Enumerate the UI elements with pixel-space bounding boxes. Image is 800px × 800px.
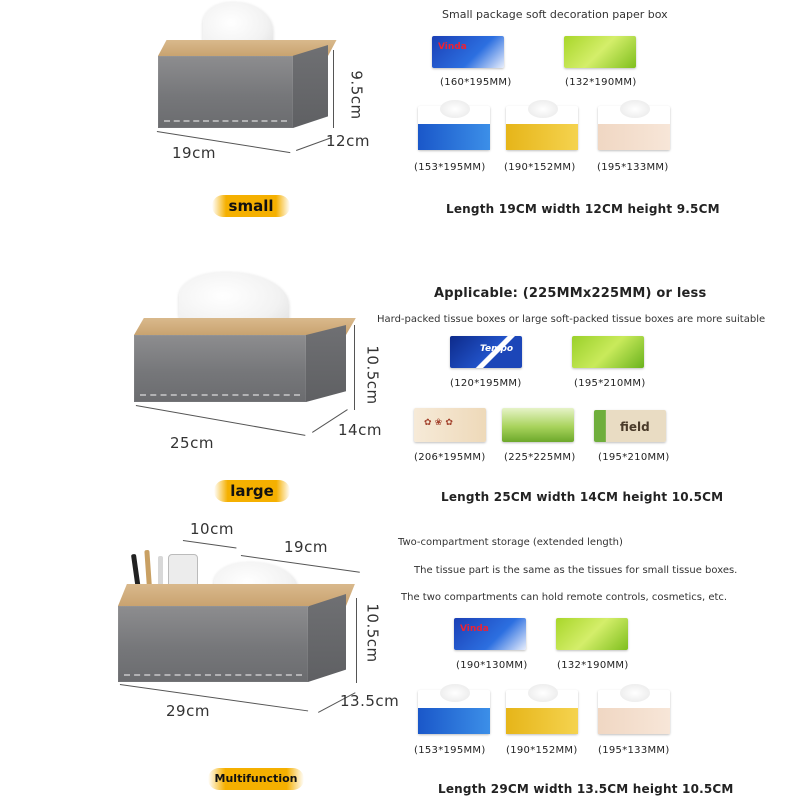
package-caption: (120*195MM) bbox=[450, 378, 522, 389]
yellow-soft-pack-icon bbox=[506, 100, 578, 150]
floral-box-icon: ✿ ❀ ✿ bbox=[414, 408, 486, 442]
package-caption: (153*195MM) bbox=[414, 745, 486, 756]
small-size-badge: small bbox=[212, 195, 290, 217]
package-caption: (190*152MM) bbox=[506, 745, 578, 756]
peach-soft-pack-icon bbox=[598, 684, 670, 734]
package-caption: (195*210MM) bbox=[598, 452, 670, 463]
large-size-badge: large bbox=[214, 480, 290, 502]
large-subheading: Hard-packed tissue boxes or large soft-p… bbox=[377, 314, 766, 325]
pen bbox=[158, 556, 163, 598]
field-box-icon: field bbox=[594, 410, 666, 442]
box-side bbox=[293, 45, 328, 128]
large-heading: Applicable: (225MMx225MM) or less bbox=[434, 286, 707, 301]
package-caption: (153*195MM) bbox=[414, 162, 486, 173]
small-heading: Small package soft decoration paper box bbox=[442, 8, 668, 21]
multi-note-3: The two compartments can hold remote con… bbox=[401, 592, 728, 603]
multi-width-label: 13.5cm bbox=[340, 692, 400, 710]
large-tissue-box-image bbox=[134, 270, 356, 420]
small-tissue-box-image bbox=[158, 0, 358, 150]
small-spec: Length 19CM width 12CM height 9.5CM bbox=[446, 202, 720, 216]
multi-spec: Length 29CM width 13.5CM height 10.5CM bbox=[438, 782, 734, 796]
box-side bbox=[308, 594, 346, 682]
large-width-label: 14cm bbox=[338, 421, 382, 439]
multi-height-label: 10.5cm bbox=[363, 603, 382, 663]
large-height-label: 10.5cm bbox=[363, 345, 382, 405]
package-caption: (225*225MM) bbox=[504, 452, 576, 463]
box-side bbox=[306, 325, 346, 402]
multi-compartment-label: 10cm bbox=[190, 520, 234, 538]
leaf-box-icon bbox=[502, 408, 574, 442]
multi-length-label: 29cm bbox=[166, 702, 210, 720]
package-caption: (195*133MM) bbox=[598, 745, 670, 756]
green-tissue-pack-icon bbox=[564, 36, 636, 68]
large-length-label: 25cm bbox=[170, 434, 214, 452]
tempo-box-icon: Tempo bbox=[450, 336, 522, 368]
multi-note-2: The tissue part is the same as the tissu… bbox=[414, 565, 738, 576]
blue-soft-pack-icon bbox=[418, 100, 490, 150]
peach-soft-pack-icon bbox=[598, 100, 670, 150]
large-spec: Length 25CM width 14CM height 10.5CM bbox=[441, 490, 724, 504]
box-front bbox=[134, 335, 306, 402]
blue-soft-pack-icon bbox=[418, 684, 490, 734]
package-caption: (132*190MM) bbox=[557, 660, 629, 671]
package-caption: (206*195MM) bbox=[414, 452, 486, 463]
blue-tissue-pack-icon: Vinda bbox=[454, 618, 526, 650]
package-caption: (160*195MM) bbox=[440, 77, 512, 88]
yellow-soft-pack-icon bbox=[506, 684, 578, 734]
small-width-label: 12cm bbox=[326, 132, 370, 150]
blue-tissue-pack-icon: Vinda bbox=[432, 36, 504, 68]
package-caption: (190*130MM) bbox=[456, 660, 528, 671]
small-height-label: 9.5cm bbox=[347, 70, 366, 120]
box-front bbox=[118, 606, 308, 682]
small-length-label: 19cm bbox=[172, 144, 216, 162]
multifunction-box-image bbox=[118, 548, 358, 698]
multi-note-1: Two-compartment storage (extended length… bbox=[398, 537, 623, 548]
green-box-icon bbox=[572, 336, 644, 368]
package-caption: (195*133MM) bbox=[597, 162, 669, 173]
box-front bbox=[158, 56, 293, 128]
package-caption: (132*190MM) bbox=[565, 77, 637, 88]
package-caption: (195*210MM) bbox=[574, 378, 646, 389]
green-tissue-pack-icon bbox=[556, 618, 628, 650]
package-caption: (190*152MM) bbox=[504, 162, 576, 173]
multi-tissue-part-label: 19cm bbox=[284, 538, 328, 556]
multi-size-badge: Multifunction bbox=[208, 768, 304, 790]
